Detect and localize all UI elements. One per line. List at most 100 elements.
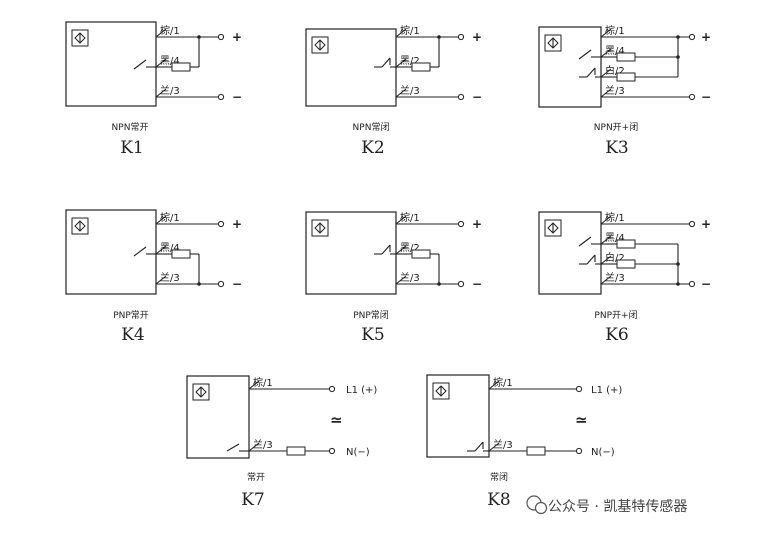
terminal-label: N(−) [346, 447, 370, 458]
wire-1: 棕/1 L1 (+) [248, 376, 377, 396]
wire-2: 兰/3N(−) [467, 438, 615, 458]
wire-label: 棕/1 [253, 376, 273, 389]
sensor-body [186, 375, 250, 459]
resistor-icon [526, 446, 546, 456]
terminal-icon [688, 220, 696, 228]
terminal-icon [217, 280, 225, 288]
sensor-face-frame [71, 29, 89, 47]
ac-symbol: ≃ [575, 411, 588, 429]
sensor-face-icon [192, 383, 210, 401]
unit-code: K8 [487, 490, 511, 510]
sensor-face-icon [544, 219, 562, 237]
sensor-face-frame [192, 383, 210, 401]
wire-tick [155, 215, 167, 225]
sensor-face-frame [71, 217, 89, 235]
wire-label: 棕/1 [605, 211, 625, 224]
wire-3: 兰/3 − [395, 84, 482, 104]
wechat-icon-bubble [534, 501, 548, 515]
terminal-icon [328, 447, 336, 455]
unit-code: K6 [605, 325, 629, 345]
sensor-face-icon [311, 36, 329, 54]
wire-2: 黑/4 [133, 242, 191, 259]
unit-caption: PNP开+闭 [594, 309, 637, 321]
sensor-body [538, 211, 602, 295]
terminal-icon [457, 220, 465, 228]
unit-code: K1 [120, 138, 144, 158]
wire-tick [248, 380, 260, 390]
wire-label: 棕/1 [160, 24, 180, 37]
unit-caption: NPN常闭 [353, 121, 390, 133]
terminal-icon [457, 93, 465, 101]
unit-caption: NPN常开 [112, 121, 149, 133]
terminal-label: L1 (+) [346, 385, 377, 396]
unit-code: K5 [361, 325, 385, 345]
wire-1: 棕/1+ [600, 24, 711, 44]
normally-open-switch [578, 49, 592, 60]
wire-label: 兰/3 [400, 271, 420, 284]
normally-closed-switch [381, 57, 391, 68]
terminal-label: − [472, 277, 482, 291]
sensor-face-frame [544, 219, 562, 237]
normally-closed-switch [586, 67, 596, 78]
terminal-label: − [701, 277, 711, 291]
unit-caption: NPN开+闭 [594, 121, 638, 133]
terminal-label: − [472, 90, 482, 104]
wire-tick [395, 215, 407, 225]
sensor-face-icon [432, 382, 450, 400]
junction-dot [437, 282, 441, 286]
sensor-unit-k6: 棕/1+黑/4白/2兰/3−PNP开+闭K6 [538, 211, 711, 345]
resistor-icon [616, 239, 636, 249]
ac-symbol: ≃ [330, 411, 343, 429]
wire-tick [488, 380, 500, 390]
wire-1: 棕/1 + [155, 24, 242, 44]
terminal-icon [457, 33, 465, 41]
terminal-label: − [232, 277, 242, 291]
wire-label: 兰/3 [605, 271, 625, 284]
wire-3: 兰/3− [155, 271, 242, 291]
sensor-face-frame [311, 219, 329, 237]
terminal-label: + [232, 217, 242, 231]
wire-label: 棕/1 [400, 24, 420, 37]
terminal-label: + [701, 30, 711, 44]
wire-tick [600, 275, 612, 285]
wire-label: 棕/1 [160, 211, 180, 224]
wire-tick [155, 58, 167, 68]
wire-2: 兰/3N(−) [226, 438, 370, 458]
sensor-face-icon [71, 217, 89, 235]
terminal-label: + [701, 217, 711, 231]
sensor-body [538, 26, 602, 108]
sensor-face-frame [432, 382, 450, 400]
sensor-face-frame [544, 34, 562, 52]
terminal-icon [575, 385, 583, 393]
wire-2: 黑/4 [578, 45, 636, 62]
wire-tick [600, 235, 612, 245]
unit-code: K7 [241, 490, 265, 510]
sensor-unit-k3: 棕/1+黑/4白/2兰/3−NPN开+闭K3 [538, 24, 711, 158]
wire-label: 兰/3 [400, 84, 420, 97]
unit-code: K2 [361, 138, 385, 158]
normally-open-switch [226, 443, 240, 452]
terminal-icon [217, 93, 225, 101]
wire-tick [155, 275, 167, 285]
terminal-icon [457, 280, 465, 288]
sensor-unit-k7: 棕/1 L1 (+) 兰/3N(−) ≃ 常开 K7 [186, 375, 377, 510]
wire-tick [600, 68, 612, 78]
wire-label: 兰/3 [605, 84, 625, 97]
terminal-icon [688, 33, 696, 41]
unit-caption: 常闭 [490, 471, 508, 483]
unit-caption: 常开 [247, 471, 265, 483]
normally-closed-switch [586, 254, 596, 265]
resistor-icon [616, 72, 636, 82]
terminal-label: + [232, 30, 242, 44]
normally-closed-switch [474, 441, 484, 452]
unit-caption: PNP常闭 [353, 309, 389, 321]
terminal-icon [688, 93, 696, 101]
wire-tick [395, 275, 407, 285]
terminal-label: + [472, 217, 482, 231]
junction-dot [197, 35, 201, 39]
